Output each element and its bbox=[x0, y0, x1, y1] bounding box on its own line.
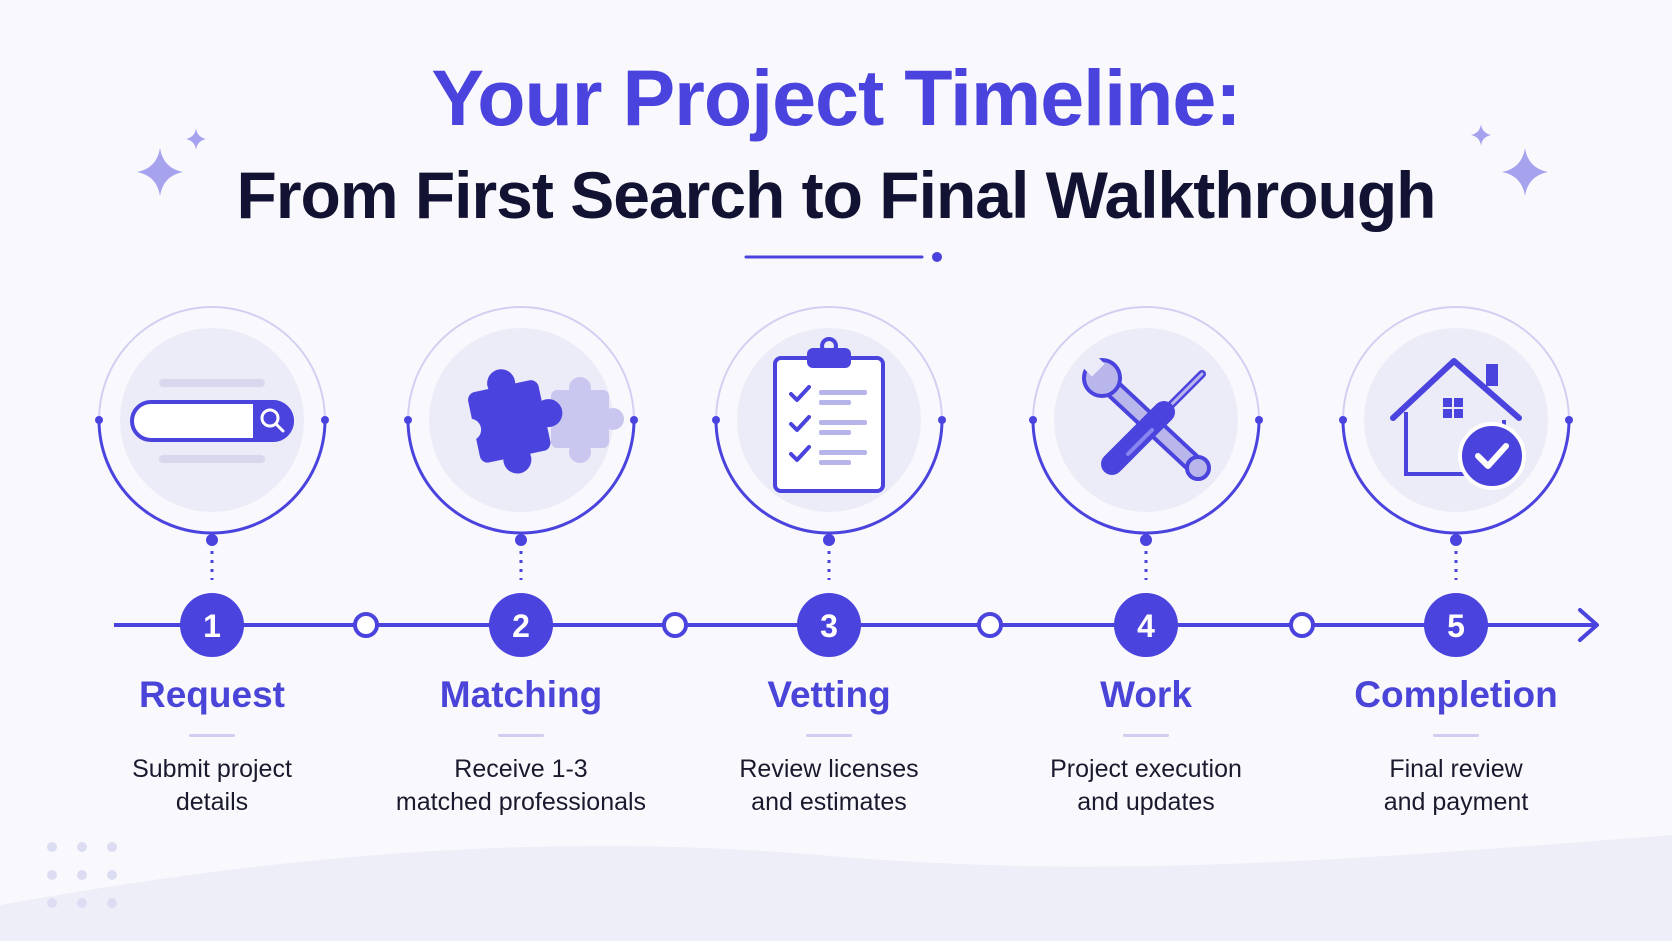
step-4-underline bbox=[1123, 734, 1169, 737]
sparkle-icon bbox=[1471, 124, 1491, 146]
step-number: 5 bbox=[1447, 608, 1465, 644]
step-4-description: Project execution and updates bbox=[996, 753, 1296, 819]
page-subtitle: From First Search to Final Walkthrough bbox=[236, 158, 1437, 232]
step-2-title: Matching bbox=[439, 674, 603, 715]
search-bar-icon bbox=[130, 379, 294, 463]
step-outer-ring-top bbox=[1032, 306, 1260, 421]
step-1: 1 bbox=[95, 306, 329, 657]
step-outer-ring-top bbox=[407, 306, 635, 421]
step-5-underline bbox=[1433, 734, 1479, 737]
step-4-title: Work bbox=[1100, 674, 1192, 715]
wrench-screwdriver-icon bbox=[1082, 355, 1211, 481]
timeline-connector-node bbox=[977, 612, 1003, 638]
step-3: 3 bbox=[712, 306, 946, 657]
step-number-badge bbox=[1114, 593, 1178, 657]
step-number: 3 bbox=[820, 608, 838, 644]
step-anchor-dot bbox=[823, 534, 835, 546]
clipboard-checklist-icon bbox=[773, 337, 885, 493]
step-description-line: and updates bbox=[1077, 788, 1215, 816]
sparkle-icon bbox=[137, 148, 183, 196]
step-number: 1 bbox=[203, 608, 221, 644]
step-anchor-dot bbox=[515, 534, 527, 546]
step-number-badge bbox=[1424, 593, 1488, 657]
sparkle-icon bbox=[1502, 148, 1548, 196]
page-title: Your Project Timeline: bbox=[431, 53, 1241, 142]
step-5-description: Final review and payment bbox=[1306, 753, 1606, 819]
step-description-line: Review licenses bbox=[739, 755, 919, 783]
step-outer-ring-top bbox=[98, 306, 326, 421]
step-1-underline bbox=[189, 734, 235, 737]
timeline-connector-node bbox=[662, 612, 688, 638]
step-description-line: and estimates bbox=[751, 788, 907, 816]
step-number-badge bbox=[797, 593, 861, 657]
step-1-title: Request bbox=[139, 674, 285, 715]
house-check-icon bbox=[1390, 358, 1526, 490]
step-outer-ring-bottom bbox=[97, 419, 327, 535]
step-number: 4 bbox=[1137, 608, 1155, 644]
step-outer-ring-top bbox=[1342, 306, 1570, 421]
step-3-title: Vetting bbox=[767, 674, 891, 715]
step-2-description: Receive 1-3 matched professionals bbox=[371, 753, 671, 819]
step-outer-ring-bottom bbox=[714, 419, 944, 535]
step-anchor-dot bbox=[1140, 534, 1152, 546]
step-1-description: Submit project details bbox=[62, 753, 362, 819]
step-description-line: details bbox=[175, 788, 249, 816]
timeline-connector-node bbox=[353, 612, 379, 638]
step-outer-ring-bottom bbox=[406, 419, 636, 535]
step-3-description: Review licenses and estimates bbox=[679, 753, 979, 819]
step-2-underline bbox=[498, 734, 544, 737]
step-number-badge bbox=[489, 593, 553, 657]
step-description-line: Submit project bbox=[132, 755, 292, 783]
timeline-arrowhead bbox=[1578, 608, 1599, 642]
step-anchor-dot bbox=[1450, 534, 1462, 546]
step-anchor-dot bbox=[206, 534, 218, 546]
step-5-title: Completion bbox=[1354, 674, 1558, 715]
step-4: 4 bbox=[1029, 306, 1263, 657]
step-3-underline bbox=[806, 734, 852, 737]
dot-grid-decoration bbox=[47, 842, 117, 908]
step-number: 2 bbox=[512, 608, 530, 644]
sparkle-icon bbox=[186, 128, 206, 150]
title-divider-dot bbox=[932, 252, 942, 262]
step-number-badge bbox=[180, 593, 244, 657]
step-outer-ring-bottom bbox=[1031, 419, 1261, 535]
step-outer-ring-bottom bbox=[1341, 419, 1571, 535]
step-description-line: Final review bbox=[1389, 755, 1523, 783]
step-outer-ring-top bbox=[715, 306, 943, 421]
step-2: 2 bbox=[404, 306, 638, 657]
step-description-line: and payment bbox=[1383, 788, 1529, 816]
timeline-connector-node bbox=[1289, 612, 1315, 638]
bottom-wave bbox=[0, 835, 1672, 941]
step-description-line: Project execution bbox=[1050, 755, 1242, 783]
puzzle-icon bbox=[459, 369, 624, 474]
step-description-line: matched professionals bbox=[395, 788, 647, 816]
step-description-line: Receive 1-3 bbox=[454, 755, 588, 783]
step-5: 5 bbox=[1339, 306, 1573, 657]
